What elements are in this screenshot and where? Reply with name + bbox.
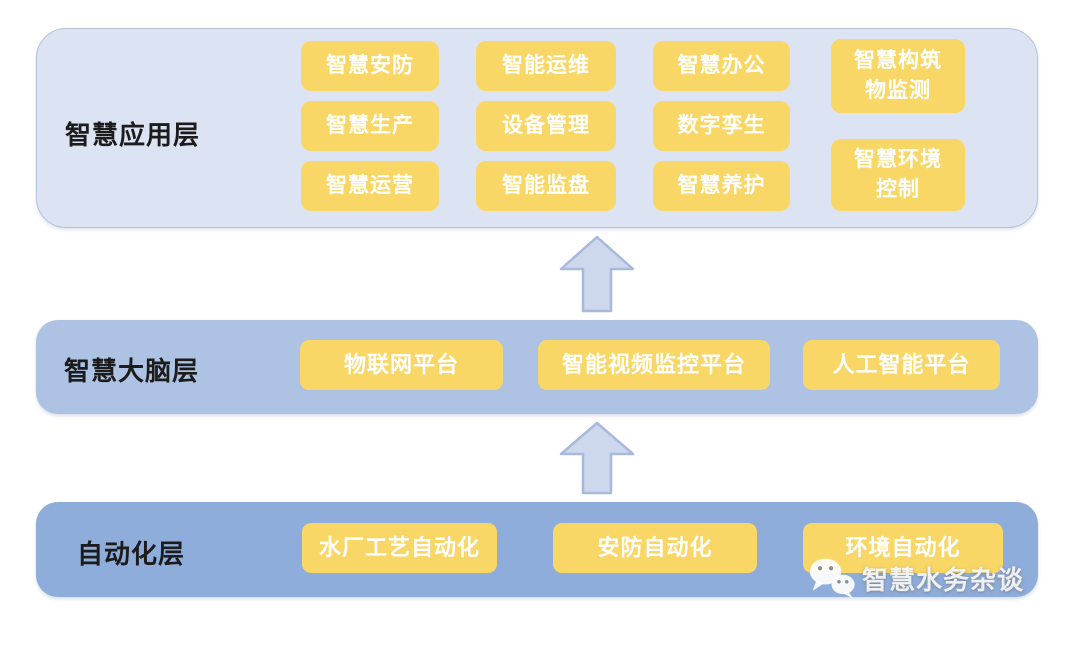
automation-box-plant-process: 水厂工艺自动化	[302, 523, 497, 573]
layer-automation: 自动化层 水厂工艺自动化 安防自动化 环境自动化	[36, 502, 1038, 597]
app-box-environment-control: 智慧环境 控制	[831, 139, 965, 211]
app-box-equipment-management: 设备管理	[476, 101, 616, 151]
layer-application-label: 智慧应用层	[65, 120, 201, 150]
automation-box-security: 安防自动化	[553, 523, 757, 573]
watermark: 智慧水务杂谈	[808, 556, 1024, 600]
wechat-icon	[809, 558, 855, 599]
layer-application: 智慧应用层 智慧安防 智慧生产 智慧运营 智能运维 设备管理 智能监盘 智慧办公…	[36, 28, 1038, 228]
layer-automation-label: 自动化层	[77, 539, 186, 569]
brain-box-iot-platform: 物联网平台	[300, 340, 503, 390]
app-box-structure-monitoring: 智慧构筑 物监测	[831, 39, 965, 113]
app-box-smart-office: 智慧办公	[653, 41, 790, 91]
up-arrow-icon	[559, 421, 635, 495]
brain-box-video-surveillance-platform: 智能视频监控平台	[538, 340, 770, 390]
up-arrow-icon	[559, 235, 635, 313]
app-box-digital-twin: 数字孪生	[653, 101, 790, 151]
watermark-text: 智慧水务杂谈	[862, 564, 1025, 595]
app-box-intelligent-om: 智能运维	[476, 41, 616, 91]
brain-box-ai-platform: 人工智能平台	[803, 340, 1000, 390]
layer-brain-label: 智慧大脑层	[64, 356, 200, 386]
app-box-intelligent-monitoring: 智能监盘	[476, 161, 616, 211]
app-box-smart-security: 智慧安防	[301, 41, 439, 91]
app-box-smart-maintenance: 智慧养护	[653, 161, 790, 211]
layer-brain: 智慧大脑层 物联网平台 智能视频监控平台 人工智能平台	[36, 320, 1038, 414]
app-box-smart-production: 智慧生产	[301, 101, 439, 151]
app-box-smart-operation: 智慧运营	[301, 161, 439, 211]
